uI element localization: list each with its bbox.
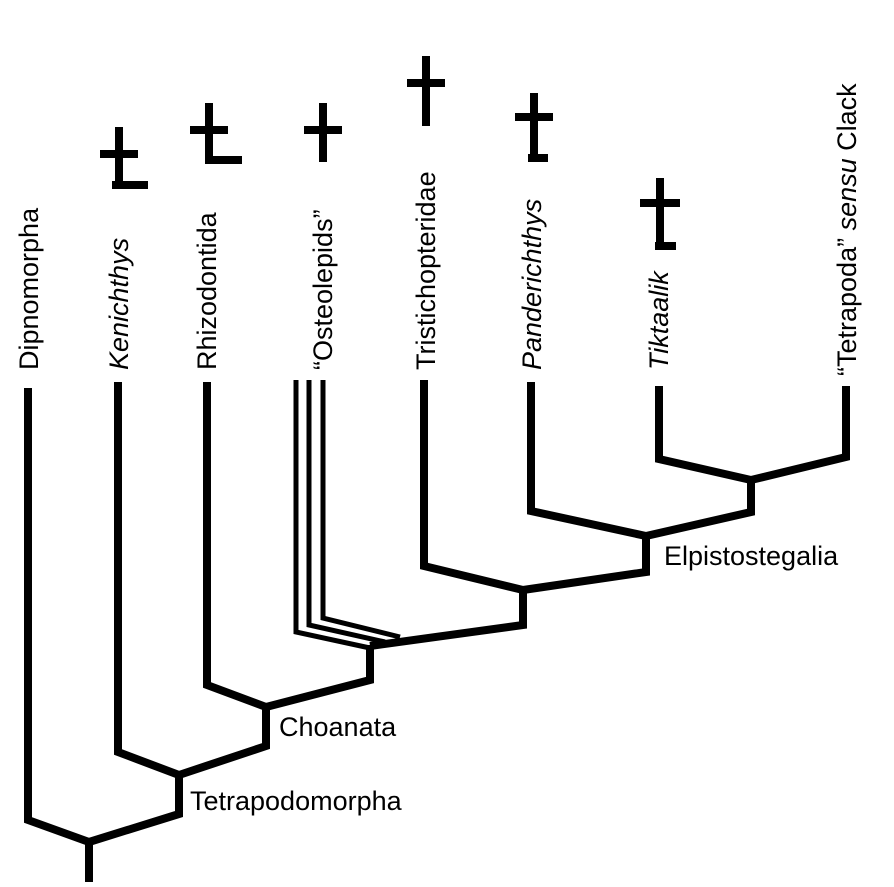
node-tristichopteridae-group — [369, 587, 527, 650]
taxon-tiktaalik: Tiktaalik — [644, 270, 674, 370]
taxon-panderichthys: Panderichthys — [517, 199, 547, 370]
taxon-rhizodontida: Rhizodontida — [192, 211, 222, 370]
branch-tristichopteridae — [420, 380, 524, 594]
branch-tiktaalik — [655, 386, 752, 484]
branch-panderichthys — [527, 382, 647, 540]
branch-rhizodontida — [203, 382, 268, 711]
branch-osteolepids-2 — [306, 380, 386, 645]
branch-dipnomorpha — [24, 388, 91, 846]
dagger-icon — [515, 93, 553, 162]
branch-osteolepids-1 — [293, 380, 371, 651]
node-choanata — [177, 705, 270, 779]
dagger-icon — [640, 178, 680, 250]
branch-tetrapoda — [750, 386, 850, 484]
node-osteolepid-group — [264, 645, 374, 711]
dagger-icon — [407, 56, 445, 126]
dagger-icon — [100, 127, 148, 189]
taxon-tetrapoda-sensu: sensu — [832, 158, 862, 230]
taxon-dipnomorpha: Dipnomorpha — [14, 207, 44, 370]
taxon-tetrapoda-name: “Tetrapoda” — [832, 238, 862, 376]
node-tetrapodomorpha — [87, 772, 183, 846]
clade-choanata: Choanata — [279, 712, 397, 742]
taxon-tetrapoda: “Tetrapoda” sensu Clack — [832, 83, 862, 376]
node-elpistostegalia — [522, 533, 650, 594]
dagger-icon — [304, 103, 342, 162]
taxon-osteolepids: “Osteolepids” — [308, 209, 338, 370]
taxon-kenichthys: Kenichthys — [104, 238, 134, 370]
branch-kenichthys — [114, 382, 181, 779]
taxon-tristichopteridae: Tristichopteridae — [411, 171, 441, 370]
taxon-tetrapoda-author: Clack — [832, 83, 862, 151]
clade-tetrapodomorpha: Tetrapodomorpha — [190, 786, 403, 816]
dagger-icon — [190, 103, 242, 164]
node-tiktaalik-tetrapoda — [645, 477, 755, 540]
clade-elpistostegalia: Elpistostegalia — [664, 541, 839, 571]
branch-osteolepids-3 — [320, 380, 401, 640]
